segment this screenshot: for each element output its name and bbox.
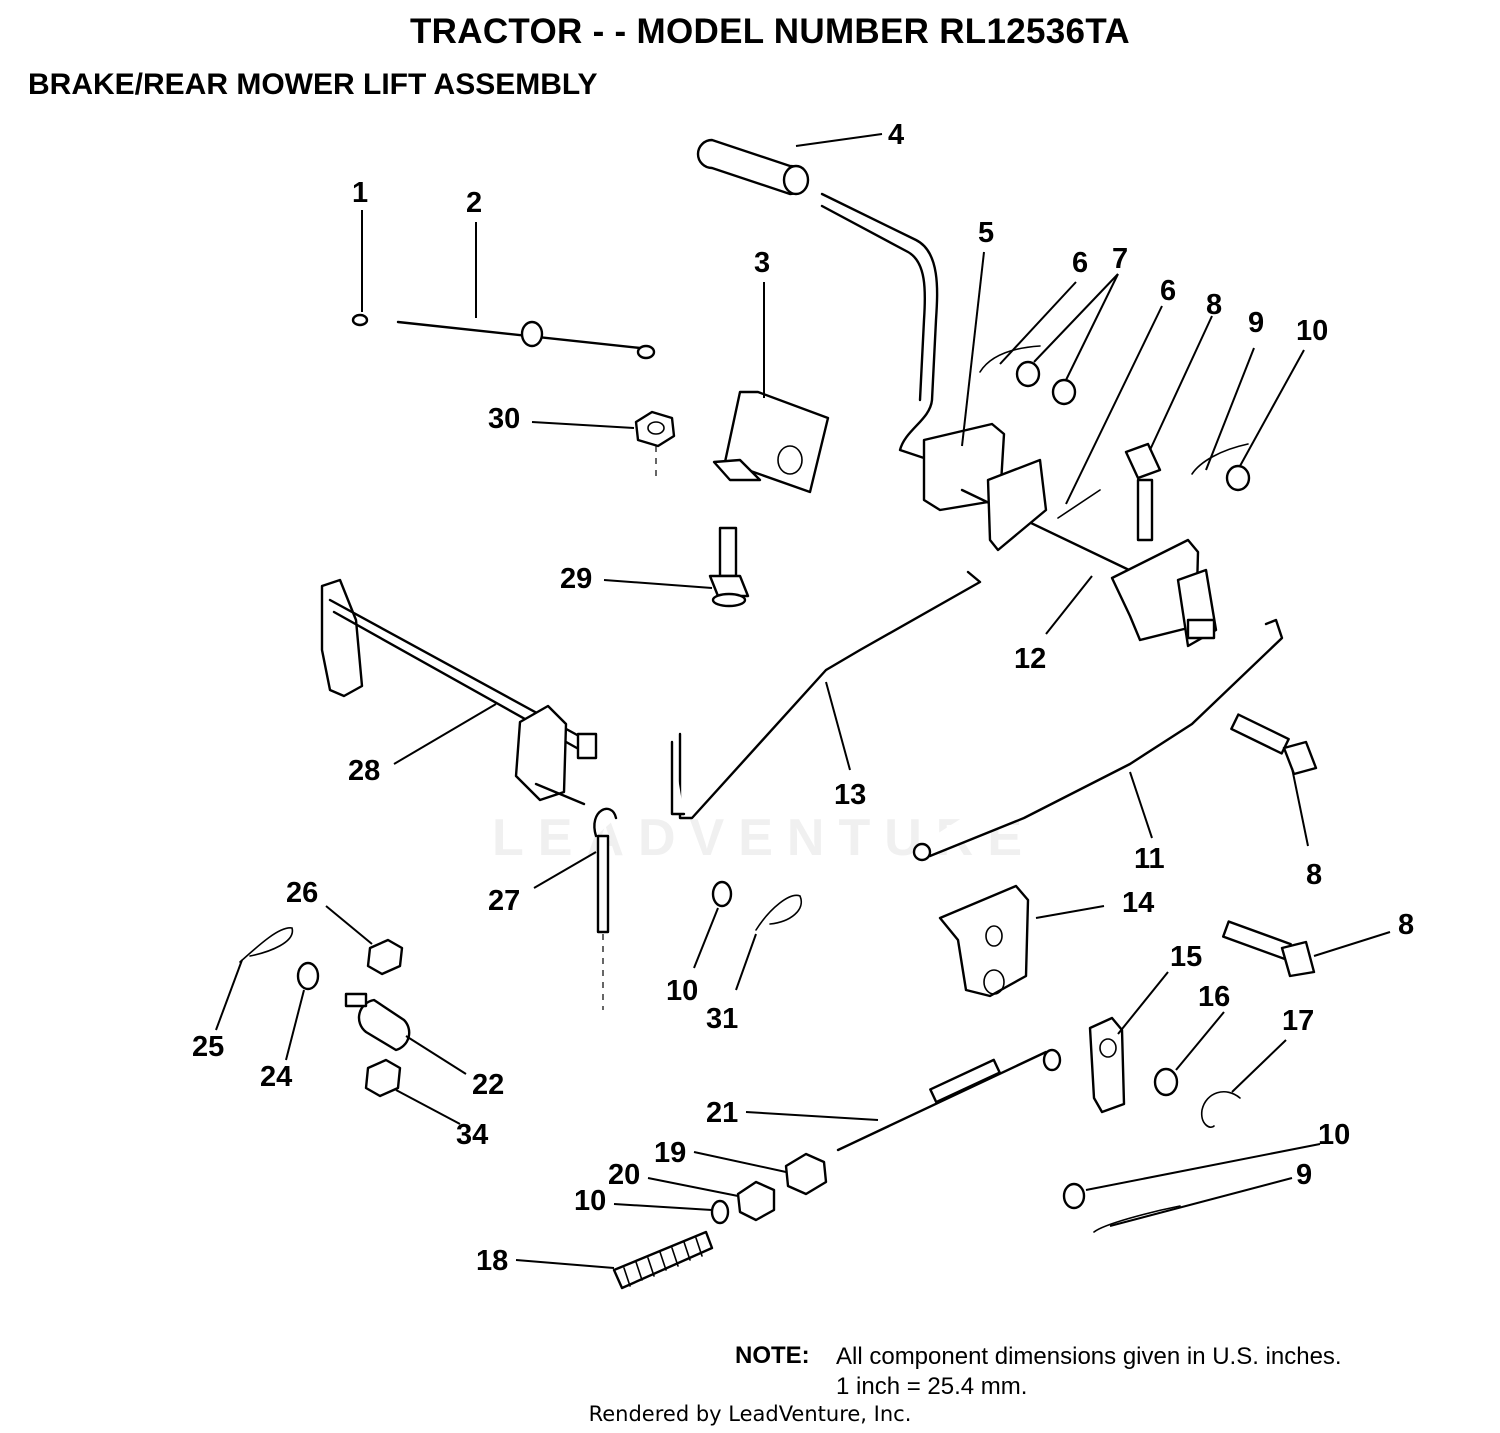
- part-10-washer-right: [1062, 1182, 1086, 1210]
- note-text: All component dimensions given in U.S. i…: [836, 1342, 1342, 1402]
- callout-10-middle: 10: [666, 975, 698, 1007]
- callout-28: 28: [348, 755, 380, 787]
- callout-19: 19: [654, 1137, 686, 1169]
- part-1-pin: [351, 313, 369, 327]
- callout-20: 20: [608, 1159, 640, 1191]
- part-21-threaded-rod: [836, 1048, 1062, 1152]
- part-15-link: [1088, 1016, 1126, 1114]
- callout-22: 22: [472, 1069, 504, 1101]
- callout-4: 4: [888, 119, 904, 151]
- part-7-washer-a: [1015, 360, 1041, 388]
- part-9-cotter-pin-upper: [1191, 443, 1249, 475]
- callout-16: 16: [1198, 981, 1230, 1013]
- part-26-nut: [366, 938, 404, 976]
- part-24-washer: [296, 961, 320, 991]
- callout-10-lower: 10: [574, 1185, 606, 1217]
- part-27-hook-bolt: [593, 807, 618, 1010]
- part-6-cotter-pin-lower: [1057, 489, 1101, 519]
- callout-18: 18: [476, 1245, 508, 1277]
- callout-10-upper: 10: [1296, 315, 1328, 347]
- callout-8-upper: 8: [1206, 289, 1222, 321]
- callout-24: 24: [260, 1061, 292, 1093]
- render-credit: Rendered by LeadVenture, Inc.: [588, 1402, 912, 1426]
- part-34-nut: [364, 1058, 402, 1098]
- callout-1: 1: [352, 177, 368, 209]
- part-5-lift-handle: [820, 192, 1152, 582]
- callout-5: 5: [978, 217, 994, 249]
- callout-8-lower: 8: [1398, 909, 1414, 941]
- assembly-subtitle: BRAKE/REAR MOWER LIFT ASSEMBLY: [28, 68, 598, 101]
- part-17-e-clip: [1200, 1090, 1241, 1128]
- callout-15: 15: [1170, 941, 1202, 973]
- part-31-hairpin: [755, 894, 803, 931]
- note-line-1: All component dimensions given in U.S. i…: [836, 1343, 1342, 1370]
- callout-12: 12: [1014, 643, 1046, 675]
- callout-25: 25: [192, 1031, 224, 1063]
- callout-14: 14: [1122, 887, 1154, 919]
- callout-6-upper: 6: [1072, 247, 1088, 279]
- callout-17: 17: [1282, 1005, 1314, 1037]
- part-29-bolt: [708, 526, 750, 608]
- callout-21: 21: [706, 1097, 738, 1129]
- callout-9-lower: 9: [1296, 1159, 1312, 1191]
- callout-26: 26: [286, 877, 318, 909]
- part-22-trunnion: [344, 992, 411, 1052]
- callout-8-middle: 8: [1306, 859, 1322, 891]
- part-20-nut: [736, 1180, 776, 1222]
- part-8-bolt-upper: [1124, 442, 1162, 542]
- callout-27: 27: [488, 885, 520, 917]
- part-19-nut: [784, 1152, 828, 1196]
- part-2-rod: [396, 320, 656, 360]
- part-25-hairpin: [239, 927, 293, 963]
- callout-10-right: 10: [1318, 1119, 1350, 1151]
- part-12-shaft-bracket: [1110, 538, 1218, 648]
- callout-11: 11: [1134, 843, 1165, 875]
- part-10-washer-lower: [710, 1199, 730, 1225]
- part-8-bolt-middle: [1230, 713, 1318, 776]
- note-label: NOTE:: [735, 1342, 810, 1369]
- callout-34: 34: [456, 1119, 488, 1151]
- part-3-bracket: [712, 390, 830, 494]
- part-10-washer-middle: [711, 880, 733, 908]
- part-10-washer-upper: [1225, 464, 1251, 492]
- callout-29: 29: [560, 563, 592, 595]
- part-4-grip: [696, 138, 810, 196]
- part-8-bolt-lower: [1221, 920, 1316, 978]
- part-18-spring: [612, 1230, 714, 1290]
- callout-3: 3: [754, 247, 770, 279]
- part-6-cotter-pin-upper: [979, 345, 1041, 373]
- callout-7: 7: [1112, 243, 1128, 275]
- part-11-rod: [912, 618, 1284, 862]
- callout-2: 2: [466, 187, 482, 219]
- part-13-rod: [670, 570, 982, 820]
- part-9-cotter-pin-lower: [1093, 1205, 1181, 1233]
- callout-13: 13: [834, 779, 866, 811]
- diagram-title: TRACTOR - - MODEL NUMBER RL12536TA: [410, 12, 1130, 51]
- part-14-plate: [938, 884, 1030, 998]
- part-28-shaft-assembly: [320, 578, 598, 806]
- part-16-washer: [1153, 1067, 1179, 1097]
- part-30-nut: [634, 410, 676, 478]
- callout-6-lower: 6: [1160, 275, 1176, 307]
- callout-9-upper: 9: [1248, 307, 1264, 339]
- callout-30: 30: [488, 403, 520, 435]
- part-7-washer-b: [1051, 378, 1077, 406]
- note-line-2: 1 inch = 25.4 mm.: [836, 1373, 1028, 1400]
- callout-31: 31: [706, 1003, 738, 1035]
